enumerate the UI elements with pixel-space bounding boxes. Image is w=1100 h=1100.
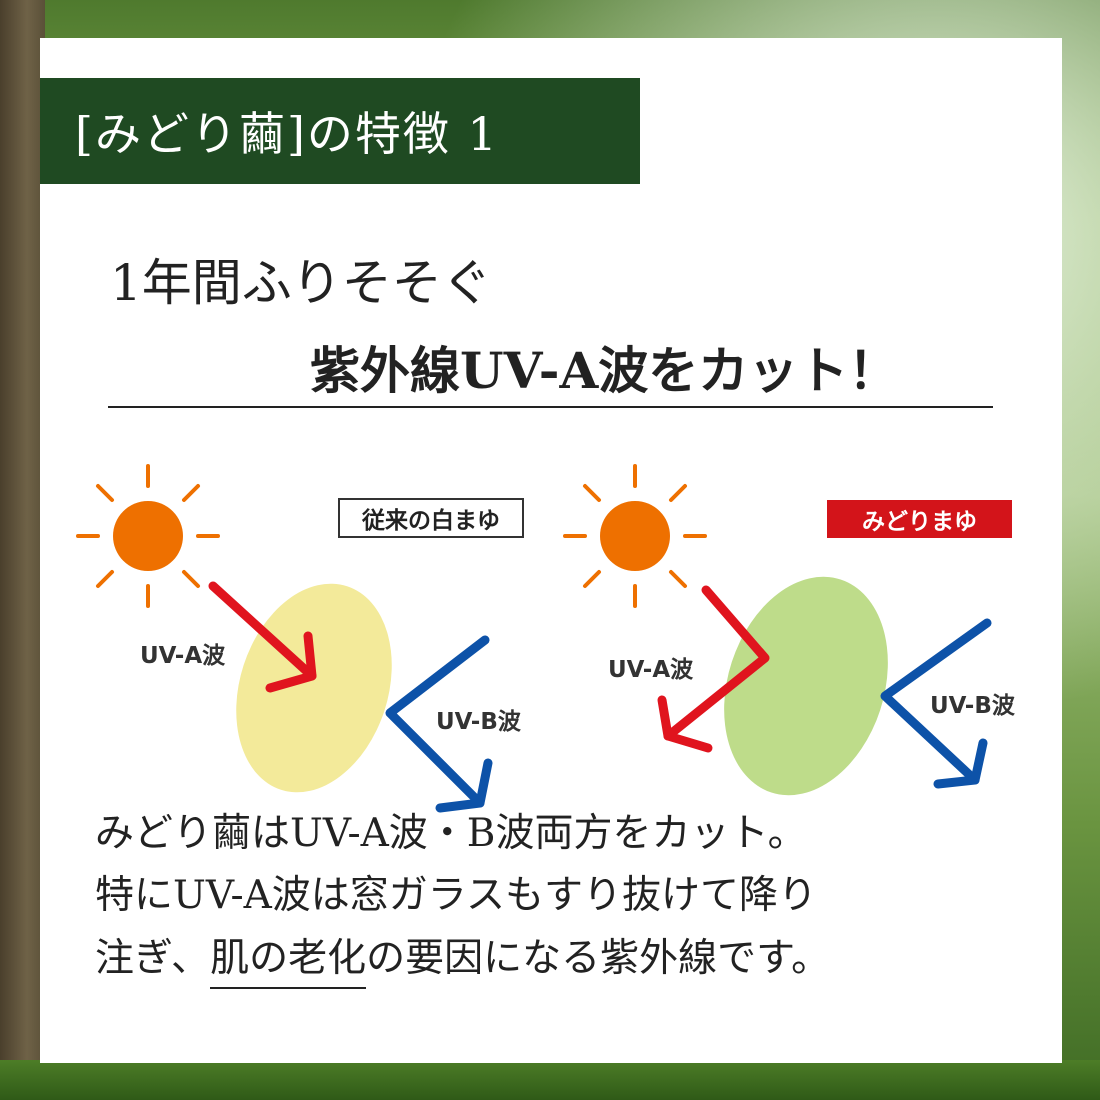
body-text: みどり繭はUV-A波・B波両方をカット。 特にUV-A波は窓ガラスもすり抜けて降… xyxy=(95,803,1045,990)
content-panel: [みどり繭]の特徴 1 1年間ふりそそぐ 紫外線UV-A波をカット！ xyxy=(40,38,1062,1063)
underlined-phrase: 肌の老化 xyxy=(210,935,367,989)
uva-label-left: UV-A波 xyxy=(140,643,226,669)
body-line-3: 注ぎ、肌の老化の要因になる紫外線です。 xyxy=(95,928,1045,990)
divider-rule xyxy=(108,406,993,408)
page-title: [みどり繭]の特徴 1 xyxy=(75,107,499,161)
uvb-label-right: UV-B波 xyxy=(930,693,1015,719)
badge-green-cocoon: みどりまゆ xyxy=(827,500,1012,538)
green-cocoon xyxy=(724,576,888,796)
headline-line-2: 紫外線UV-A波をカット！ xyxy=(310,341,899,400)
uva-arrow-left xyxy=(208,581,317,693)
diagram-graphics xyxy=(76,464,992,813)
uva-arrow-right xyxy=(657,585,770,753)
uvb-arrow-right xyxy=(880,618,992,789)
sun-icon-right xyxy=(563,464,707,608)
uva-label-right: UV-A波 xyxy=(608,657,694,683)
badge-white-cocoon: 従来の白まゆ xyxy=(338,498,524,538)
body-line-3-end: の要因になる紫外線です。 xyxy=(366,935,831,981)
title-band: [みどり繭]の特徴 1 xyxy=(40,78,640,184)
sun-icon-left xyxy=(76,464,220,608)
uvb-label-left: UV-B波 xyxy=(436,709,521,735)
body-line-2: 特にUV-A波は窓ガラスもすり抜けて降り xyxy=(95,873,818,919)
body-line-1: みどり繭はUV-A波・B波両方をカット。 xyxy=(95,811,807,856)
white-cocoon xyxy=(236,583,392,793)
uv-comparison-diagram: 従来の白まゆ UV-A波 UV-B波 みどりまゆ UV-A波 UV-B波 xyxy=(40,418,1062,838)
headline-line-1: 1年間ふりそそぐ xyxy=(110,254,492,312)
body-line-3-start: 注ぎ、 xyxy=(95,935,211,981)
uvb-arrow-left xyxy=(385,635,493,813)
